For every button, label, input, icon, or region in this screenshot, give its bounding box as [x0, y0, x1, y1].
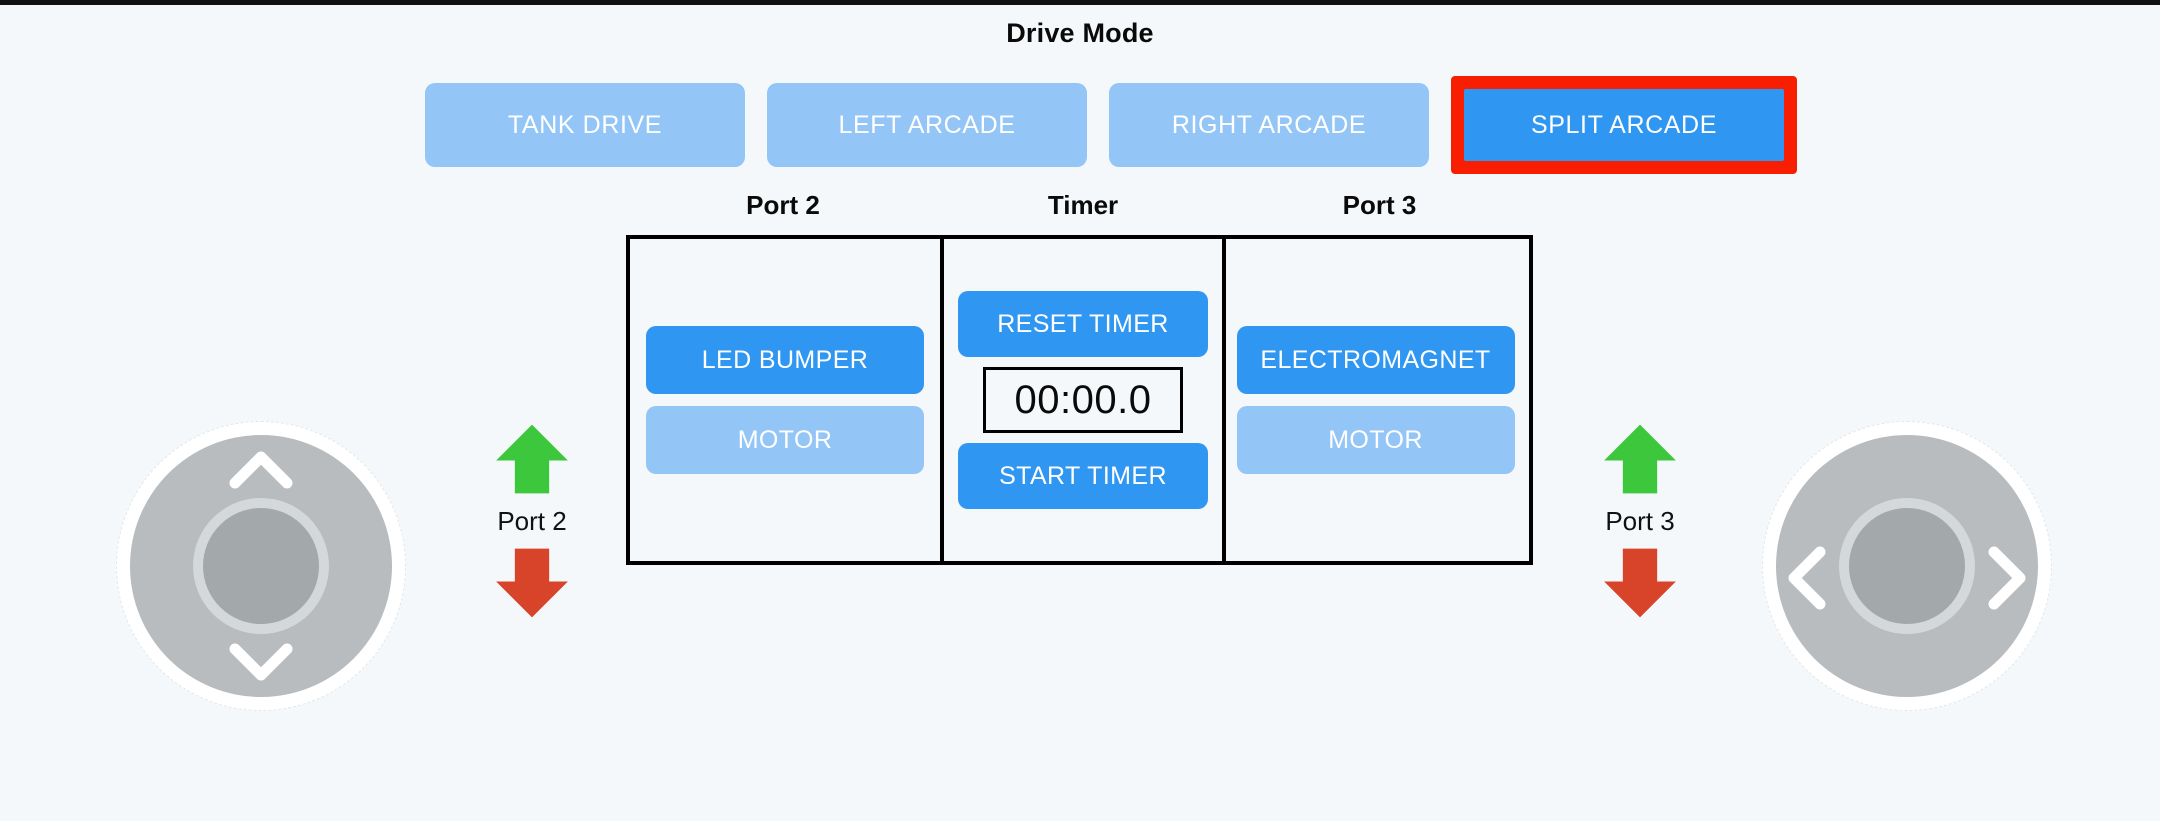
chevron-left-icon — [1788, 546, 1826, 610]
port3-motor-button[interactable]: MOTOR — [1236, 406, 1515, 474]
port2-motor-button[interactable]: MOTOR — [646, 406, 924, 474]
port2-arrow-control: Port 2 — [452, 420, 612, 622]
joystick-knob[interactable] — [203, 508, 319, 624]
drive-mode-button-row: TANK DRIVE LEFT ARCADE RIGHT ARCADE SPLI… — [425, 76, 1797, 174]
reset-timer-button[interactable]: RESET TIMER — [958, 291, 1208, 357]
panel-column-timer: RESET TIMER 00:00.0 START TIMER — [940, 239, 1226, 561]
chevron-down-icon — [229, 643, 293, 681]
chevron-right-icon — [1988, 546, 2026, 610]
joystick-horizontal[interactable] — [1762, 421, 2052, 711]
arrow-down-icon[interactable] — [1601, 544, 1679, 622]
electromagnet-button[interactable]: ELECTROMAGNET — [1236, 326, 1515, 394]
joystick-vertical[interactable] — [116, 421, 406, 711]
drive-mode-button-tank-drive[interactable]: TANK DRIVE — [425, 83, 745, 167]
start-timer-button[interactable]: START TIMER — [958, 443, 1208, 509]
control-panel: LED BUMPER MOTOR RESET TIMER 00:00.0 STA… — [626, 235, 1533, 565]
panel-column-port3: ELECTROMAGNET MOTOR — [1226, 239, 1525, 561]
column-header-timer: Timer — [1047, 190, 1119, 220]
chevron-up-icon — [229, 451, 293, 489]
drive-mode-option-split-arcade-wrapper: SPLIT ARCADE — [1451, 76, 1797, 174]
drive-mode-option-left-arcade-wrapper: LEFT ARCADE — [767, 83, 1087, 167]
drive-mode-button-split-arcade[interactable]: SPLIT ARCADE — [1464, 89, 1784, 161]
joystick-knob[interactable] — [1849, 508, 1965, 624]
drive-mode-option-tank-drive-wrapper: TANK DRIVE — [425, 83, 745, 167]
port3-arrow-label: Port 3 — [1605, 506, 1675, 536]
page-title: Drive Mode — [1006, 18, 1154, 48]
panel-column-port2: LED BUMPER MOTOR — [630, 239, 940, 561]
port3-arrow-control: Port 3 — [1560, 420, 1720, 622]
port2-arrow-label: Port 2 — [497, 506, 567, 536]
timer-display: 00:00.0 — [983, 367, 1183, 433]
arrow-up-icon[interactable] — [493, 420, 571, 498]
column-header-port2: Port 2 — [746, 190, 820, 220]
drive-mode-option-right-arcade-wrapper: RIGHT ARCADE — [1109, 83, 1429, 167]
top-chrome-bar — [0, 0, 2160, 5]
led-bumper-button[interactable]: LED BUMPER — [646, 326, 924, 394]
column-header-port3: Port 3 — [1342, 190, 1417, 220]
drive-mode-button-right-arcade[interactable]: RIGHT ARCADE — [1109, 83, 1429, 167]
drive-mode-button-left-arcade[interactable]: LEFT ARCADE — [767, 83, 1087, 167]
arrow-down-icon[interactable] — [493, 544, 571, 622]
arrow-up-icon[interactable] — [1601, 420, 1679, 498]
